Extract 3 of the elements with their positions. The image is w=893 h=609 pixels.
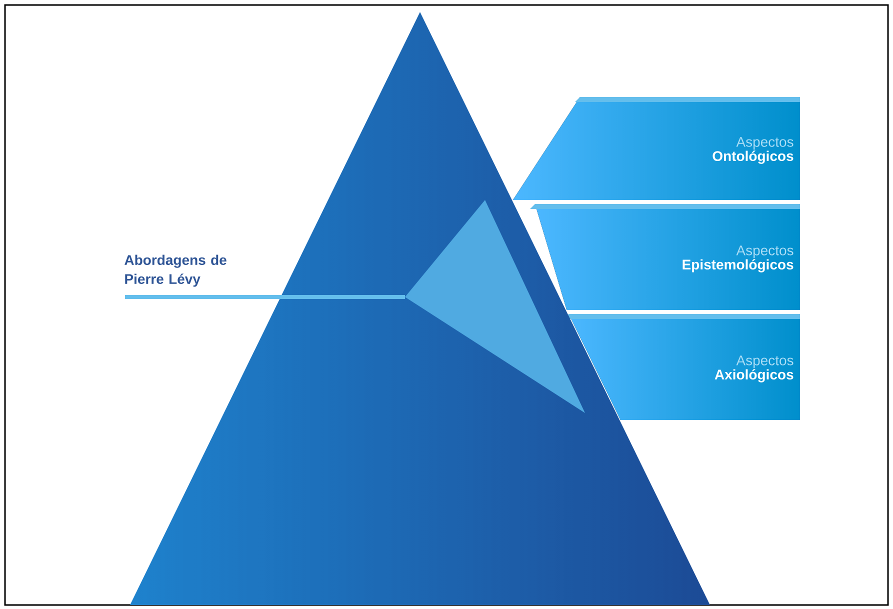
caption-text: Abordagens de Pierre Lévy — [124, 254, 226, 287]
band: Aspectos Epistemológicos — [530, 204, 800, 310]
band: Aspectos Ontológicos — [512, 96, 800, 200]
